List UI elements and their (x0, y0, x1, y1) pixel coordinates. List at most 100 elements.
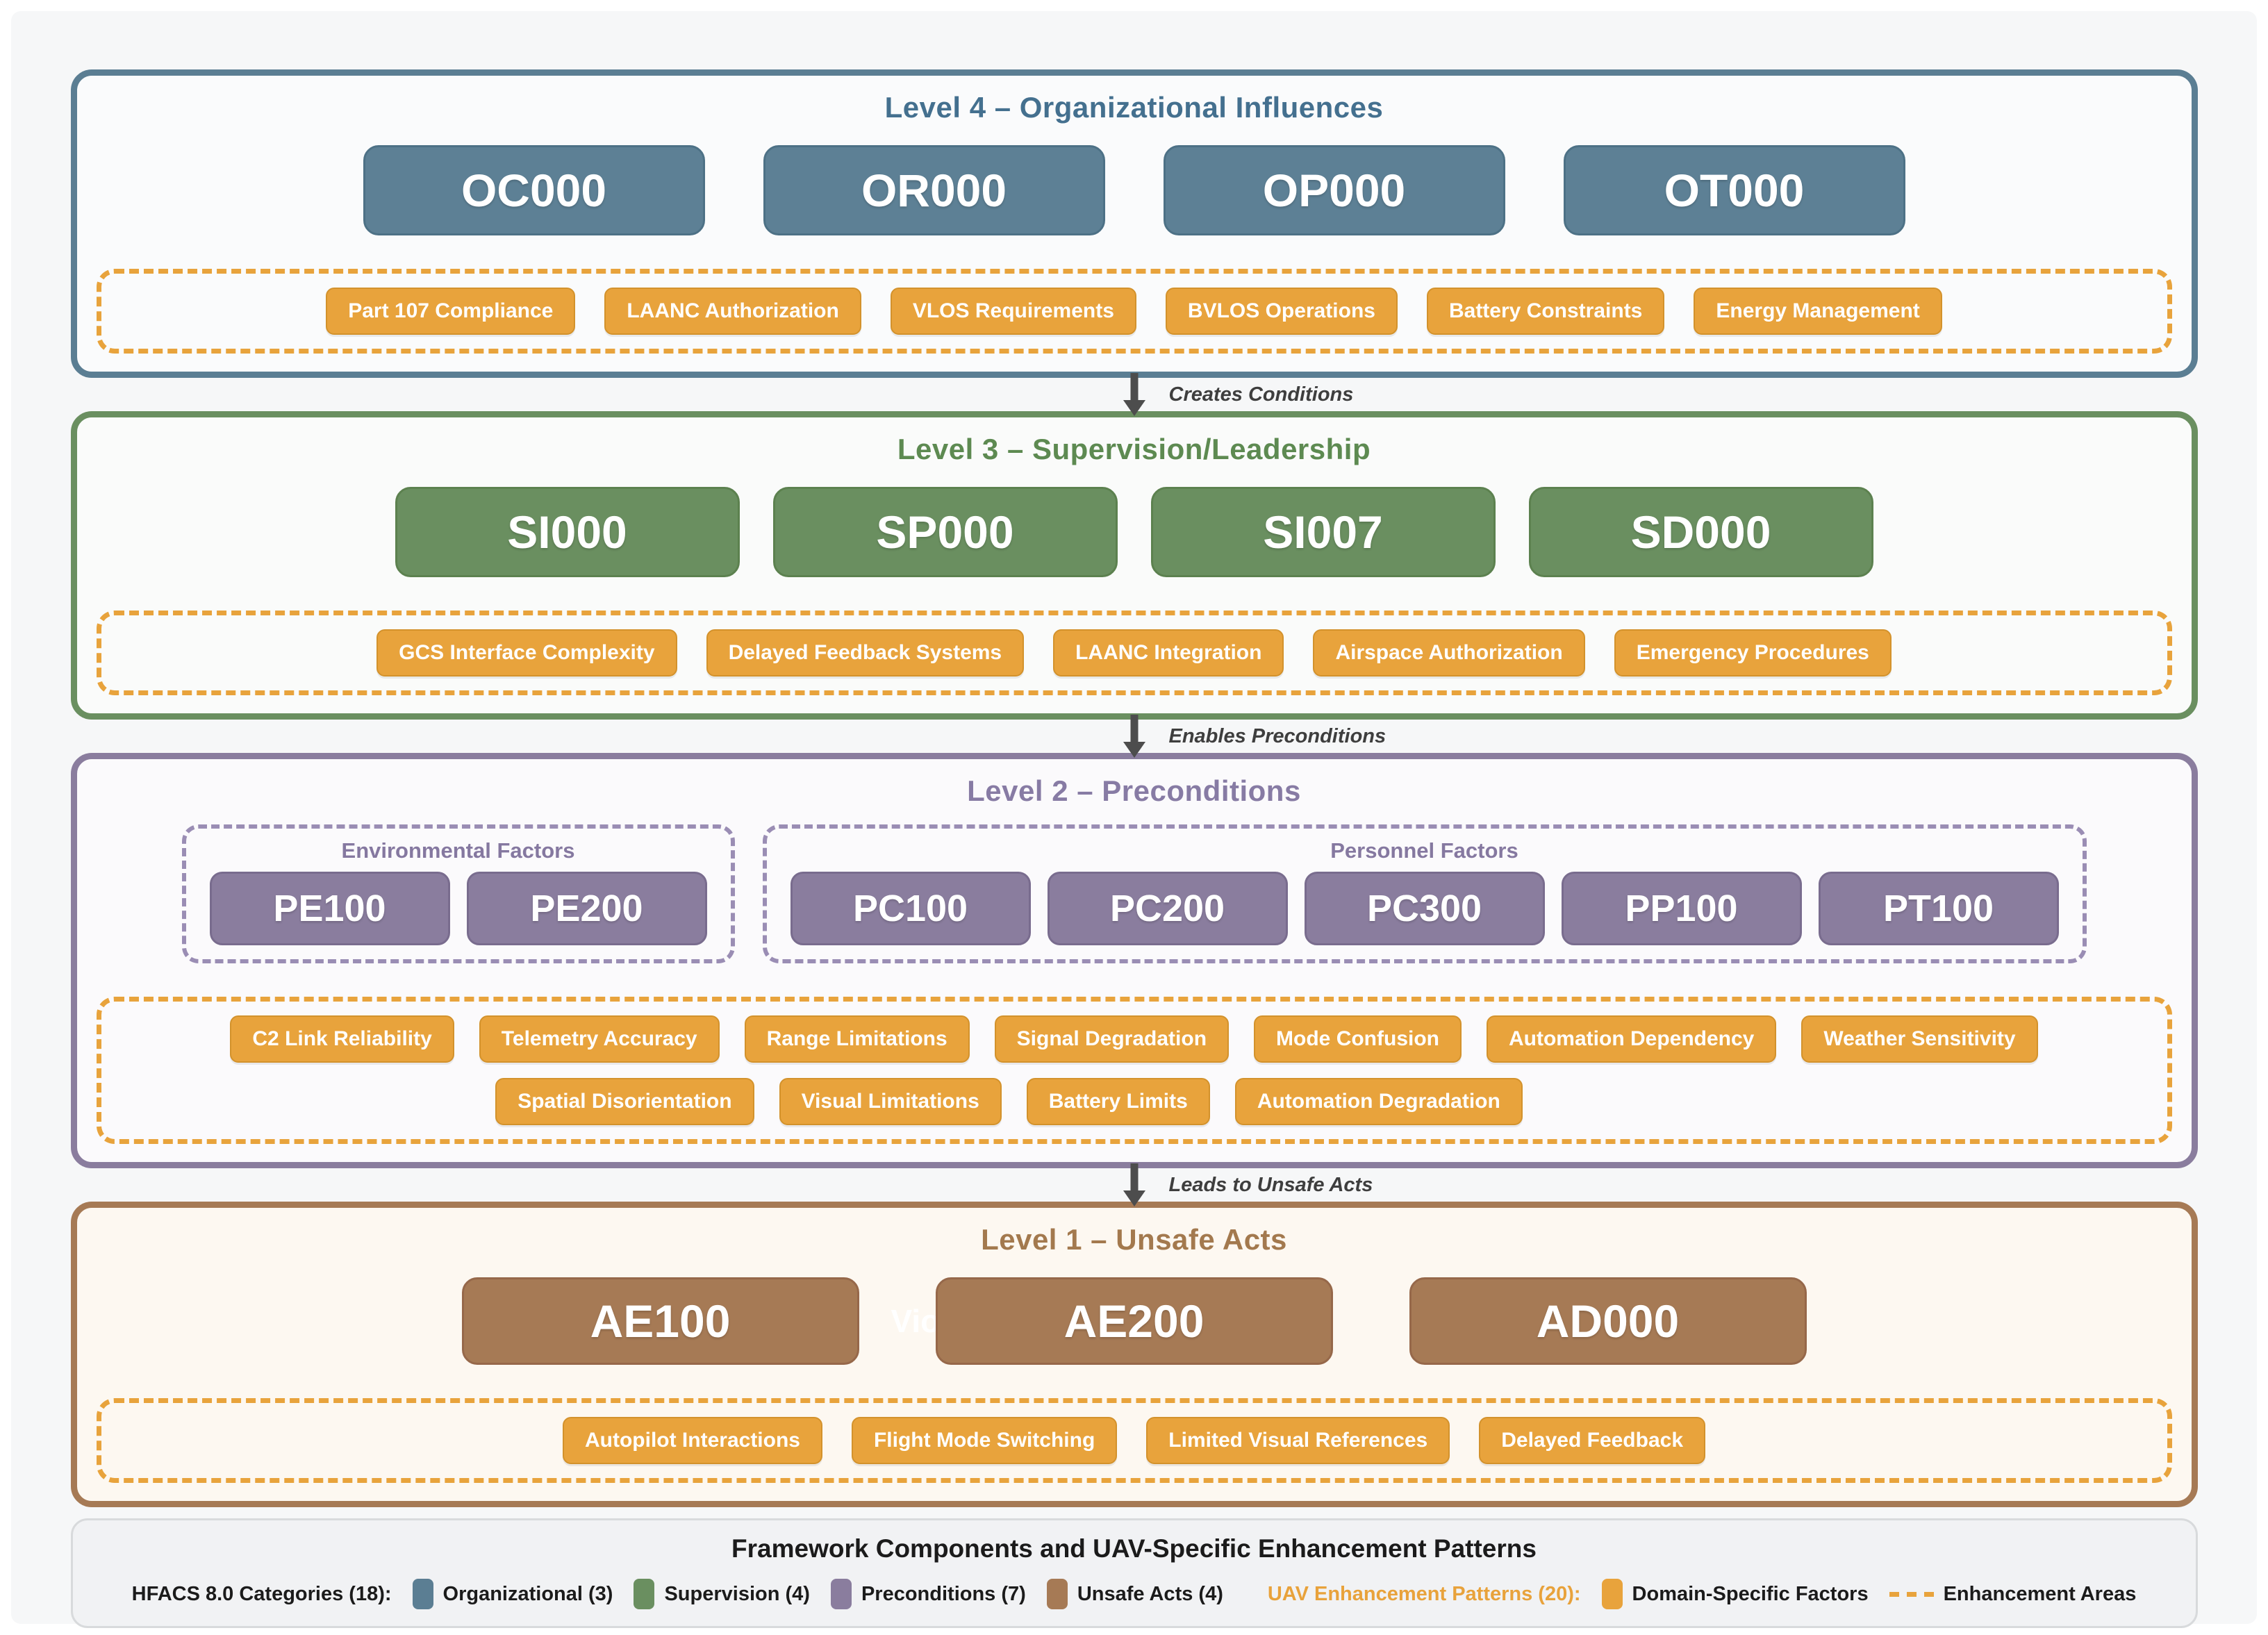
level1-codes-row: Violations AE100 AE200 AD000 (97, 1277, 2172, 1365)
legend-title: Framework Components and UAV-Specific En… (731, 1534, 1537, 1563)
tag-limited-visual-references: Limited Visual References (1146, 1417, 1450, 1464)
tag-part-107-compliance: Part 107 Compliance (326, 288, 576, 335)
level2-title: Level 2 – Preconditions (967, 774, 1301, 807)
code-box-sd000: SD000 (1528, 487, 1873, 577)
diagram-canvas: Level 4 – Organizational Influences OC00… (11, 11, 2257, 1628)
code-box-pc200: PC200 (1047, 872, 1288, 945)
arrow3-label: Leads to Unsafe Acts (1168, 1174, 1373, 1196)
code-box-op000: OP000 (1163, 145, 1505, 235)
legend-item-supervision: Supervision (4) (634, 1579, 810, 1609)
code-box-pp100: PP100 (1561, 872, 1802, 945)
down-arrow-icon (1130, 1163, 1138, 1193)
code-box-ot000: OT000 (1563, 145, 1905, 235)
legend-item-label: Unsafe Acts (4) (1077, 1582, 1223, 1605)
tag-delayed-feedback: Delayed Feedback (1479, 1417, 1706, 1464)
environmental-codes-row: PE100 PE200 (209, 872, 707, 945)
down-arrow-head-icon (1123, 742, 1145, 758)
tag-laanc-authorization: LAANC Authorization (604, 288, 861, 335)
tag-bvlos-operations: BVLOS Operations (1165, 288, 1398, 335)
arrow-level2-to-level1: Leads to Unsafe Acts (71, 1163, 2198, 1206)
arrow1-label: Creates Conditions (1168, 383, 1354, 406)
unsafe-acts-swatch-icon (1046, 1579, 1068, 1609)
arrow-level3-to-level2: Enables Preconditions (71, 715, 2198, 758)
personnel-factors-group: Personnel Factors PC100 PC200 PC300 PP10… (762, 824, 2087, 963)
level3-codes-row: SI000 SP000 SI007 SD000 (97, 487, 2172, 577)
level4-panel: Level 4 – Organizational Influences OC00… (70, 69, 2198, 378)
code-box-pe100: PE100 (209, 872, 450, 945)
code-box-pc300: PC300 (1304, 872, 1545, 945)
tag-automation-degradation: Automation Degradation (1234, 1078, 1523, 1125)
dashed-line-icon (1889, 1591, 1934, 1597)
legend-item-label: Enhancement Areas (1943, 1582, 2137, 1605)
tag-c2-link-reliability: C2 Link Reliability (230, 1015, 454, 1063)
code-box-sp000: SP000 (772, 487, 1118, 577)
tag-telemetry-accuracy: Telemetry Accuracy (479, 1015, 720, 1063)
level4-codes-row: OC000 OR000 OP000 OT000 (97, 145, 2172, 235)
tag-mode-confusion: Mode Confusion (1254, 1015, 1462, 1063)
domain-specific-swatch-icon (1601, 1579, 1623, 1609)
hfacs-categories-label: HFACS 8.0 Categories (18): (131, 1582, 392, 1605)
code-box-ad000: AD000 (1409, 1277, 1807, 1365)
level3-enhancement-zone: GCS Interface Complexity Delayed Feedbac… (96, 611, 2172, 695)
tag-automation-dependency: Automation Dependency (1487, 1015, 1777, 1063)
environmental-factors-title: Environmental Factors (341, 838, 575, 863)
tag-battery-constraints: Battery Constraints (1426, 288, 1665, 335)
uav-patterns-label: UAV Enhancement Patterns (20): (1267, 1582, 1581, 1605)
diagram-content: Level 4 – Organizational Influences OC00… (70, 11, 2198, 1628)
personnel-codes-row: PC100 PC200 PC300 PP100 PT100 (790, 872, 2059, 945)
level3-title: Level 3 – Supervision/Leadership (897, 433, 1371, 465)
level1-title: Level 1 – Unsafe Acts (981, 1223, 1287, 1256)
legend-item-label: Preconditions (7) (861, 1582, 1026, 1605)
code-box-pe200: PE200 (466, 872, 707, 945)
tag-vlos-requirements: VLOS Requirements (890, 288, 1136, 335)
level2-tags-row-1: C2 Link Reliability Telemetry Accuracy R… (115, 1015, 2153, 1063)
down-arrow-icon (1130, 715, 1138, 744)
legend-item-label: Organizational (3) (442, 1582, 613, 1605)
tag-weather-sensitivity: Weather Sensitivity (1801, 1015, 2038, 1063)
code-box-si007: SI007 (1150, 487, 1496, 577)
level2-factors-row: Environmental Factors PE100 PE200 Person… (97, 824, 2172, 963)
down-arrow-head-icon (1123, 400, 1145, 416)
legend-item-preconditions: Preconditions (7) (830, 1579, 1026, 1609)
code-box-oc000: OC000 (363, 145, 705, 235)
tag-energy-management: Energy Management (1694, 288, 1942, 335)
tag-laanc-integration: LAANC Integration (1053, 629, 1284, 677)
arrow2-label: Enables Preconditions (1168, 725, 1387, 747)
level2-tags-rows: C2 Link Reliability Telemetry Accuracy R… (115, 1015, 2153, 1125)
level2-enhancement-zone: C2 Link Reliability Telemetry Accuracy R… (96, 997, 2172, 1144)
tag-gcs-interface-complexity: GCS Interface Complexity (376, 629, 677, 677)
tag-autopilot-interactions: Autopilot Interactions (562, 1417, 822, 1464)
organizational-swatch-icon (412, 1579, 433, 1609)
level2-tags-row-2: Spatial Disorientation Visual Limitation… (0, 1078, 2028, 1125)
code-box-si000: SI000 (395, 487, 740, 577)
down-arrow-head-icon (1123, 1190, 1145, 1206)
code-box-or000: OR000 (763, 145, 1105, 235)
arrow-level4-to-level3: Creates Conditions (71, 373, 2198, 416)
legend-item-enhancement-areas: Enhancement Areas (1889, 1582, 2137, 1606)
level1-panel: Level 1 – Unsafe Acts Violations AE100 A… (70, 1202, 2198, 1507)
level4-enhancement-zone: Part 107 Compliance LAANC Authorization … (96, 269, 2172, 354)
legend-row: HFACS 8.0 Categories (18): Organizationa… (94, 1579, 2175, 1609)
level4-title: Level 4 – Organizational Influences (884, 91, 1384, 124)
tag-airspace-authorization: Airspace Authorization (1313, 629, 1585, 677)
tag-delayed-feedback-systems: Delayed Feedback Systems (706, 629, 1025, 677)
code-box-ae100: AE100 (461, 1277, 859, 1365)
tag-signal-degradation: Signal Degradation (994, 1015, 1230, 1063)
legend-item-label: Domain-Specific Factors (1632, 1582, 1869, 1605)
tag-battery-limits: Battery Limits (1026, 1078, 1210, 1125)
tag-emergency-procedures: Emergency Procedures (1614, 629, 1892, 677)
legend-panel: Framework Components and UAV-Specific En… (70, 1518, 2198, 1628)
level1-enhancement-zone: Autopilot Interactions Flight Mode Switc… (96, 1398, 2172, 1483)
level2-panel: Level 2 – Preconditions Environmental Fa… (70, 753, 2198, 1168)
tag-visual-limitations: Visual Limitations (779, 1078, 1002, 1125)
personnel-factors-title: Personnel Factors (1330, 838, 1518, 863)
level3-tags-row: GCS Interface Complexity Delayed Feedbac… (115, 629, 2153, 677)
code-box-pc100: PC100 (790, 872, 1031, 945)
code-box-pt100: PT100 (1818, 872, 2059, 945)
level4-tags-row: Part 107 Compliance LAANC Authorization … (115, 288, 2153, 335)
preconditions-swatch-icon (830, 1579, 852, 1609)
down-arrow-icon (1130, 373, 1138, 402)
legend-item-label: Supervision (4) (664, 1582, 810, 1605)
legend-item-unsafe-acts: Unsafe Acts (4) (1046, 1579, 1223, 1609)
tag-flight-mode-switching: Flight Mode Switching (851, 1417, 1118, 1464)
